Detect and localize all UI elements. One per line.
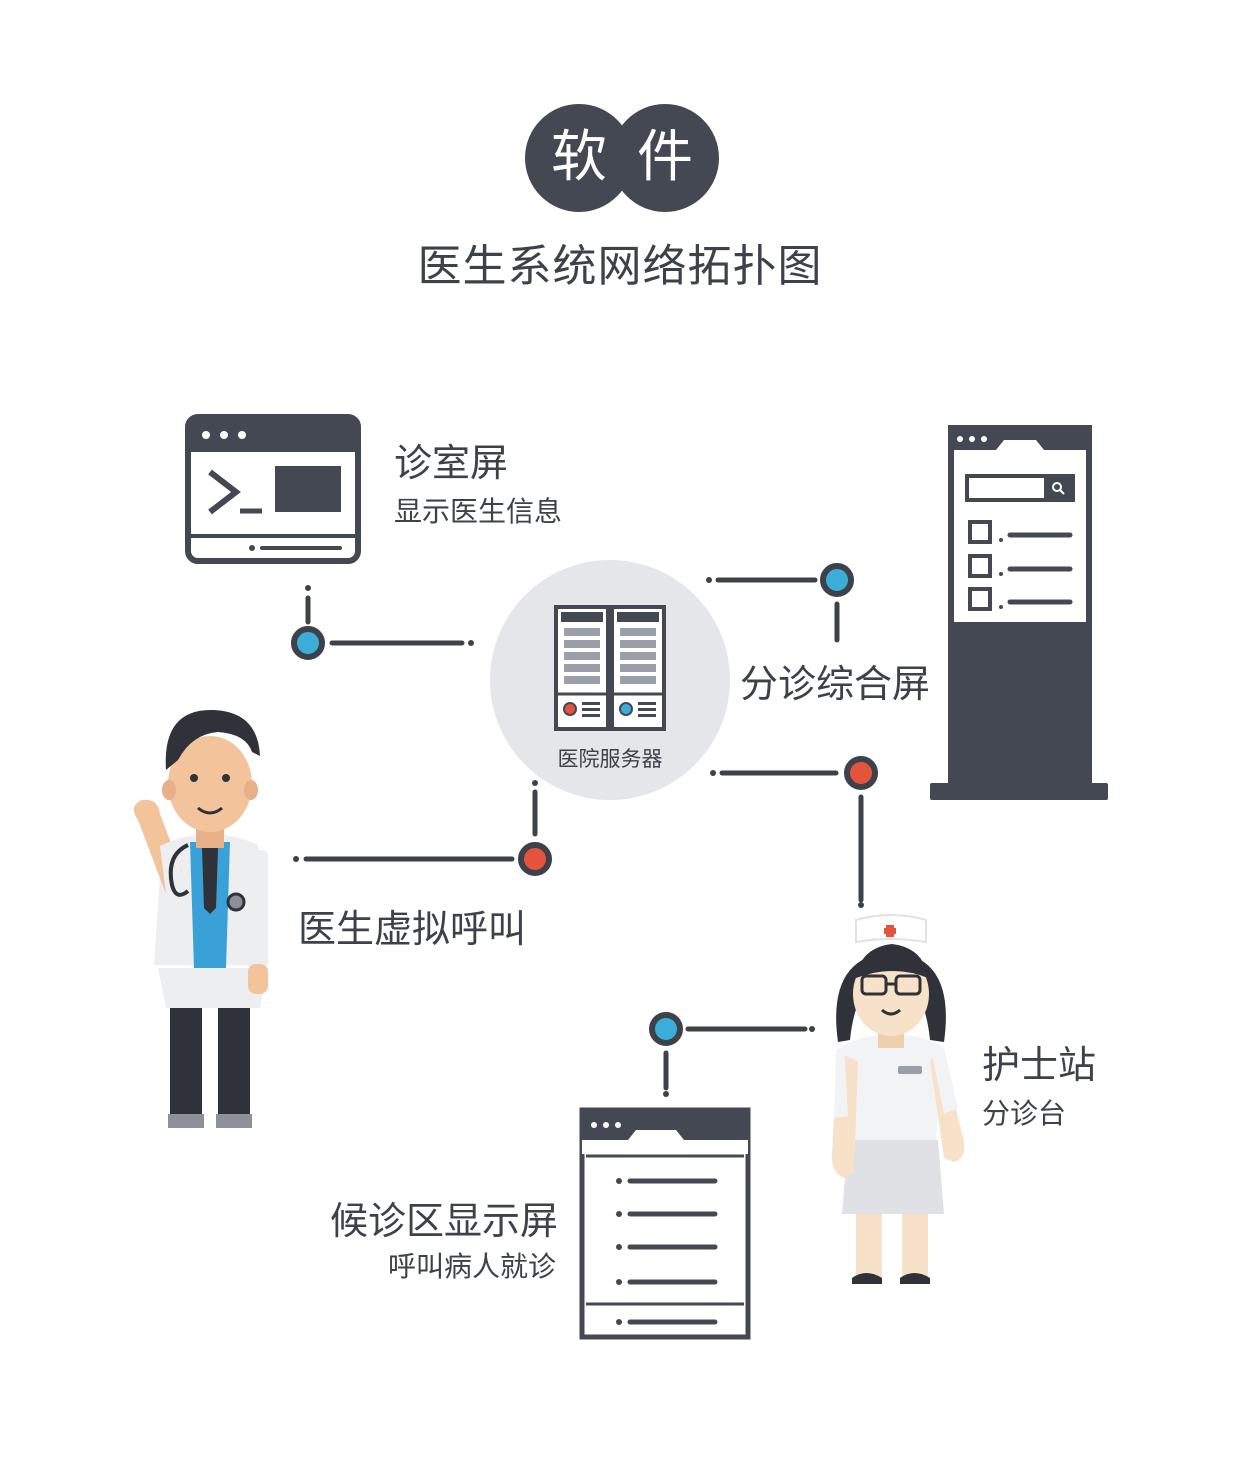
- end-dot: [305, 585, 311, 591]
- nurse-station-subtitle: 分诊台: [982, 1097, 1067, 1130]
- clinic-screen-subtitle: 显示医生信息: [394, 495, 563, 528]
- junction-nodes: [291, 563, 878, 1046]
- junction-node-clinic: [291, 626, 325, 660]
- end-dot: [858, 902, 864, 908]
- junction-node-triage: [820, 563, 854, 597]
- nurse-icon: [831, 914, 965, 1284]
- connector-lines: [303, 577, 864, 1091]
- diagram-subtitle: 医生系统网络拓扑图: [417, 241, 823, 292]
- doctor-call-title: 医生虚拟呼叫: [298, 907, 527, 951]
- junction-node-doctor: [518, 842, 552, 876]
- title-badge-char-2: 件: [611, 104, 719, 212]
- end-dot: [706, 577, 712, 583]
- waiting-screen-subtitle: 呼叫病人就诊: [387, 1250, 556, 1283]
- clinic-screen-title: 诊室屏: [394, 441, 509, 485]
- junction-node-waiting: [649, 1012, 683, 1046]
- end-dot: [809, 1026, 815, 1032]
- server-node: [490, 560, 730, 800]
- kiosk-screen-icon: [930, 425, 1108, 800]
- nurse-station-title: 护士站: [982, 1043, 1097, 1087]
- list-window-icon: [579, 1107, 751, 1340]
- end-dot: [663, 1091, 669, 1097]
- end-dot: [293, 856, 299, 862]
- end-dot: [532, 780, 538, 786]
- end-dot: [710, 770, 716, 776]
- end-dot: [468, 640, 474, 646]
- doctor-icon: [133, 709, 268, 1128]
- server-label: 医院服务器: [557, 747, 663, 771]
- triage-screen-title: 分诊综合屏: [740, 662, 931, 706]
- waiting-screen-title: 候诊区显示屏: [330, 1199, 559, 1243]
- junction-node-nurse: [844, 756, 878, 790]
- server-rack-icon: [554, 605, 666, 731]
- terminal-window-icon: [185, 414, 361, 564]
- connector-end-dots: [293, 577, 864, 1097]
